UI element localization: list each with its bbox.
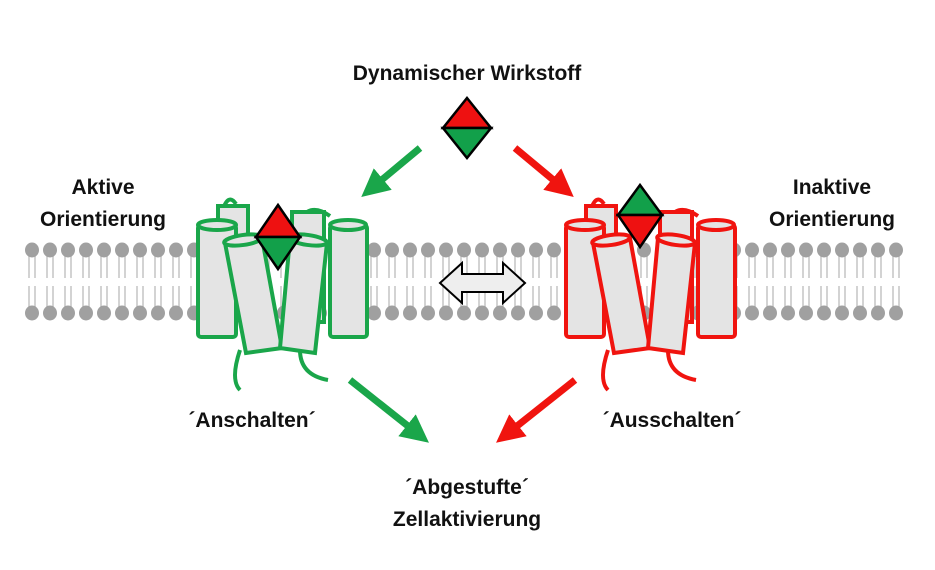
lipid [475, 242, 489, 258]
right-action-label: ´Ausschalten´ [602, 409, 742, 432]
lipid [43, 242, 57, 258]
lipid [439, 305, 453, 321]
lipid [745, 242, 759, 258]
lipid [403, 305, 417, 321]
lipid [529, 242, 543, 258]
ligand-free [440, 95, 494, 161]
lipid [745, 305, 759, 321]
lipid [43, 305, 57, 321]
lipid [457, 242, 471, 258]
lipid [781, 305, 795, 321]
lipid [403, 242, 417, 258]
lipid [853, 305, 867, 321]
receptor-active [196, 197, 369, 392]
arrow-active-to-result [347, 377, 429, 443]
lipid [115, 242, 129, 258]
lipid [385, 242, 399, 258]
lipid [25, 305, 39, 321]
lipid [61, 242, 75, 258]
double-arrow-equilibrium [438, 260, 527, 306]
left-action-label: ´Anschalten´ [188, 409, 316, 432]
lipid [547, 242, 561, 258]
right-state-line2: Orientierung [768, 208, 896, 231]
left-state-line1: Aktive [71, 176, 135, 199]
lipid [781, 242, 795, 258]
lipid [835, 242, 849, 258]
lipid [475, 305, 489, 321]
lipid [871, 242, 885, 258]
lipid [367, 305, 381, 321]
lipid [493, 242, 507, 258]
lipid [169, 242, 183, 258]
lipid [421, 305, 435, 321]
right-state-line1: Inaktive [792, 176, 872, 199]
receptor-inactive [564, 197, 737, 392]
lipid [169, 305, 183, 321]
lipid [799, 242, 813, 258]
result-line1: ´Abgestufte´ [405, 476, 529, 499]
lipid [151, 305, 165, 321]
lipid [799, 305, 813, 321]
lipid [763, 305, 777, 321]
arrow-to-active [361, 145, 423, 197]
lipid [79, 242, 93, 258]
lipid [421, 242, 435, 258]
title-label: Dynamischer Wirkstoff [352, 62, 582, 85]
lipid [385, 305, 399, 321]
lipid [817, 305, 831, 321]
lipid [835, 305, 849, 321]
result-line2: Zellaktivierung [392, 508, 542, 531]
lipid [97, 305, 111, 321]
lipid [115, 305, 129, 321]
arrow-inactive-to-result [496, 377, 578, 443]
lipid [511, 305, 525, 321]
lipid [367, 242, 381, 258]
lipid [439, 242, 453, 258]
lipid [853, 242, 867, 258]
lipid [547, 305, 561, 321]
lipid [25, 242, 39, 258]
lipid [889, 305, 903, 321]
lipid [61, 305, 75, 321]
lipid [97, 242, 111, 258]
lipid [493, 305, 507, 321]
lipid [889, 242, 903, 258]
lipid [817, 242, 831, 258]
lipid [133, 242, 147, 258]
arrow-to-inactive [512, 145, 574, 197]
lipid [133, 305, 147, 321]
lipid [457, 305, 471, 321]
left-state-line2: Orientierung [39, 208, 167, 231]
ligand-bound-inactive [615, 182, 665, 250]
lipid [763, 242, 777, 258]
lipid [151, 242, 165, 258]
lipid [529, 305, 543, 321]
lipid [511, 242, 525, 258]
lipid [79, 305, 93, 321]
ligand-bound-active [253, 202, 303, 272]
lipid [871, 305, 885, 321]
